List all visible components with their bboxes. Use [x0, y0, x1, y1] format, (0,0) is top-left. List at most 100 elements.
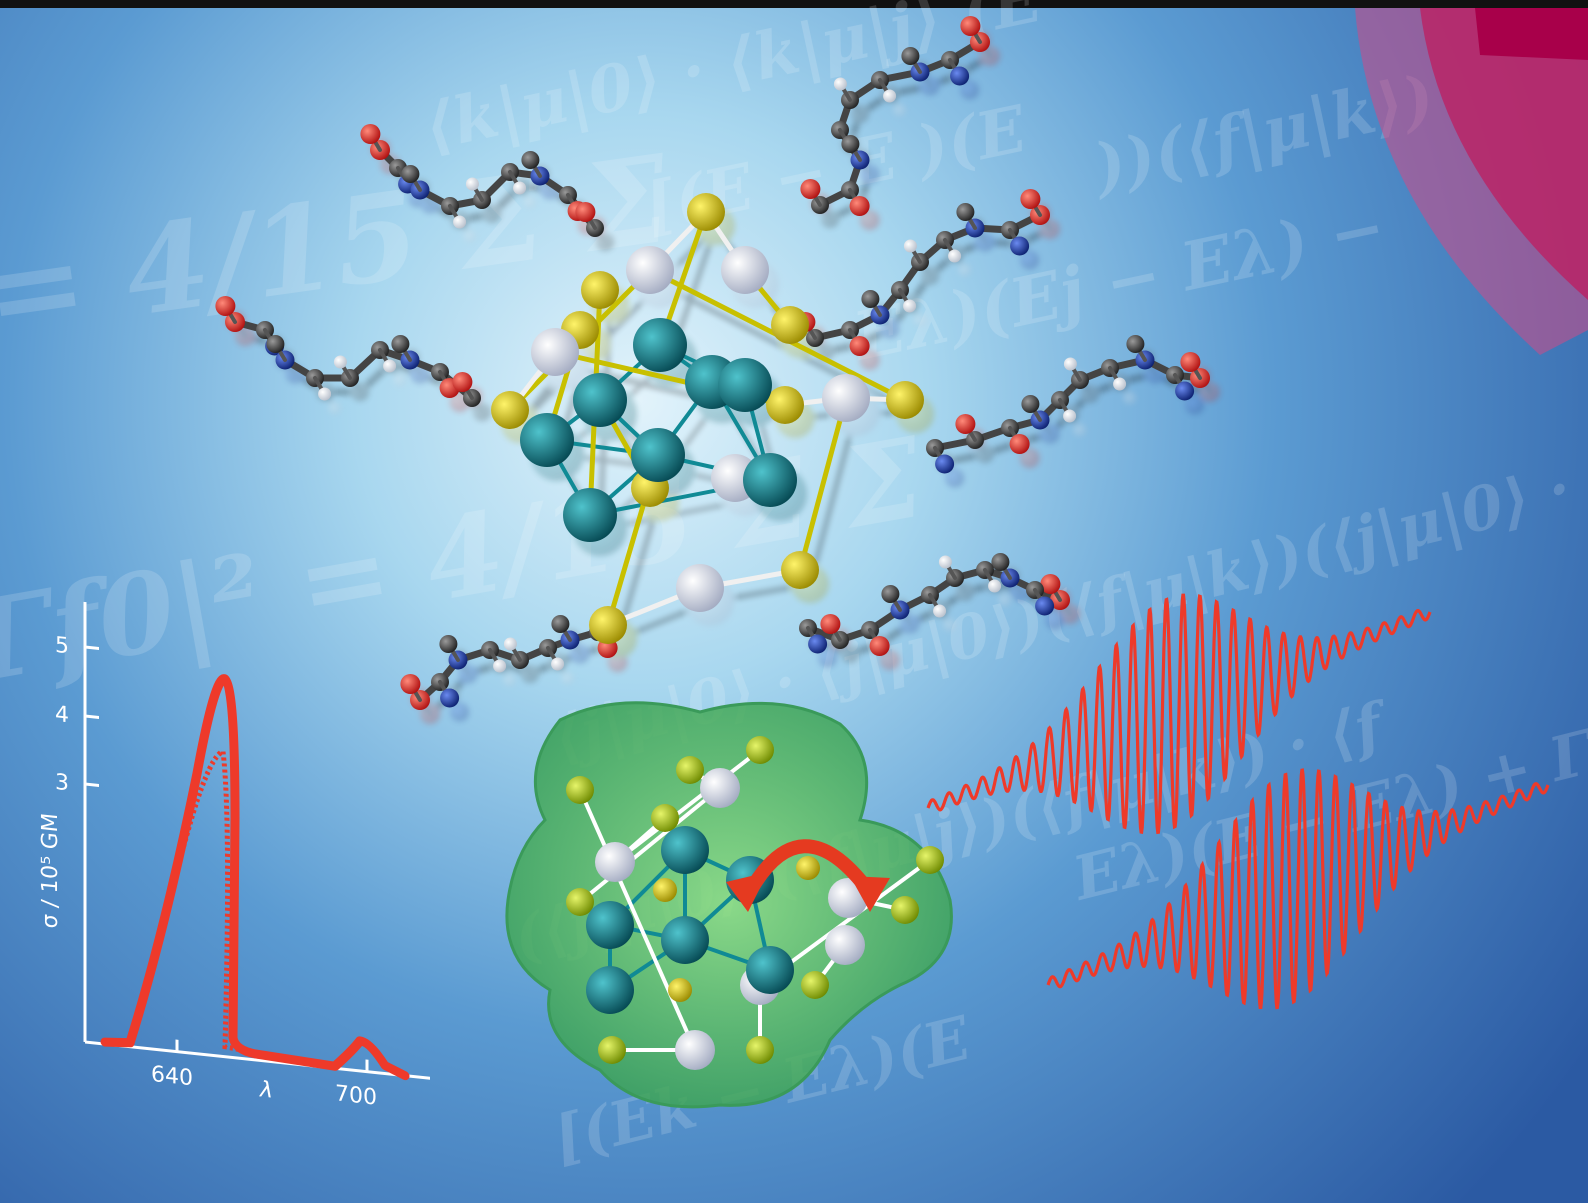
- oxygen-atom: [452, 372, 473, 392]
- nitrogen-atom: [960, 80, 980, 100]
- sulfur-atom: [668, 978, 692, 1002]
- hydrogen-atom: [328, 401, 342, 415]
- hydrogen-atom: [493, 659, 507, 673]
- hydrogen-atom: [903, 239, 917, 253]
- ligand-sulfur-atom: [746, 1036, 774, 1064]
- nitrogen-atom: [1185, 395, 1205, 415]
- hydrogen-atom: [561, 671, 575, 685]
- nitrogen-atom: [1045, 610, 1065, 630]
- nitrogen-atom: [440, 688, 460, 708]
- nitrogen-atom: [808, 634, 828, 654]
- ligand-sulfur-atom: [566, 776, 594, 804]
- spectrum-inset: 3 4 5 640 700 λ σ / 10⁵ GM: [38, 601, 430, 1111]
- ligand-sulfur-atom: [598, 1036, 626, 1064]
- silver-atom: [700, 768, 740, 808]
- silver-atom: [675, 1030, 715, 1070]
- hydrogen-atom: [513, 181, 527, 195]
- gold-atom: [586, 966, 634, 1014]
- hydrogen-atom: [1063, 409, 1077, 423]
- gold-atom: [718, 358, 772, 412]
- oxygen-atom: [575, 202, 596, 222]
- hydrogen-atom: [913, 313, 927, 327]
- gold-atom: [743, 453, 797, 507]
- oxygen-atom: [869, 636, 890, 656]
- gold-atom: [586, 901, 634, 949]
- carbon-atom: [401, 165, 420, 183]
- silver-atom: [721, 246, 769, 294]
- hydrogen-atom: [958, 263, 972, 277]
- oxygen-atom: [1020, 189, 1041, 209]
- gold-atom: [746, 946, 794, 994]
- gold-atom: [520, 413, 574, 467]
- nitrogen-atom: [950, 66, 970, 86]
- sulfur-atom: [886, 381, 924, 419]
- gold-atom: [563, 488, 617, 542]
- sulfur-atom: [653, 878, 677, 902]
- gold-atom: [573, 373, 627, 427]
- sulfur-atom: [796, 856, 820, 880]
- oxygen-atom: [360, 124, 381, 144]
- ytick-4: [85, 714, 99, 719]
- hydrogen-atom: [833, 77, 847, 91]
- carbon-atom: [991, 553, 1010, 571]
- hydrogen-atom: [453, 215, 467, 229]
- bond: [613, 748, 762, 864]
- hydrogen-atom: [523, 195, 537, 209]
- carbon-atom: [391, 335, 410, 353]
- accent-arc-2: [1420, 8, 1588, 300]
- hydrogen-atom: [465, 177, 479, 191]
- hydrogen-atom: [1073, 423, 1087, 437]
- top-border: [0, 0, 1588, 8]
- ligand-sulfur-atom: [916, 846, 944, 874]
- carbon-atom: [521, 151, 540, 169]
- xtick-label-700: 700: [335, 1081, 377, 1110]
- hydrogen-atom: [988, 579, 1002, 593]
- bond: [797, 395, 849, 573]
- carbon-atom: [841, 135, 860, 153]
- hydrogen-atom: [903, 299, 917, 313]
- carbon-atom: [901, 47, 920, 65]
- x-axis: [85, 1040, 430, 1080]
- oxygen-atom: [1009, 434, 1030, 454]
- ytick-3: [85, 782, 99, 787]
- sulfur-atom: [491, 391, 529, 429]
- oxygen-atom: [960, 16, 981, 36]
- corner-accent: [1355, 8, 1588, 355]
- nitrogen-atom: [1020, 250, 1040, 270]
- nitrogen-atom: [450, 702, 470, 722]
- hydrogen-atom: [1063, 357, 1077, 371]
- spectrum-curve: [100, 674, 410, 1081]
- oxygen-atom: [1040, 574, 1061, 594]
- silver-atom: [822, 374, 870, 422]
- hydrogen-atom: [393, 373, 407, 387]
- hydrogen-atom: [1113, 377, 1127, 391]
- hydrogen-atom: [463, 229, 477, 243]
- ligand-sulfur-atom: [746, 736, 774, 764]
- oxygen-atom: [859, 350, 880, 370]
- gold-atom: [631, 428, 685, 482]
- hydrogen-atom: [933, 604, 947, 618]
- sulfur-atom: [581, 271, 619, 309]
- hydrogen-atom: [1123, 391, 1137, 405]
- x-axis-label: λ: [259, 1077, 273, 1103]
- hydrogen-atom: [893, 103, 907, 117]
- carbon-atom: [1126, 335, 1145, 353]
- carbon-atom: [956, 203, 975, 221]
- hydrogen-atom: [503, 673, 517, 687]
- oxygen-atom: [849, 336, 870, 356]
- silver-atom: [531, 328, 579, 376]
- sulfur-atom: [771, 306, 809, 344]
- oxygen-atom: [879, 650, 900, 670]
- hydrogen-atom: [318, 387, 332, 401]
- sulfur-atom: [687, 193, 725, 231]
- nitrogen-atom: [818, 648, 838, 668]
- carbon-atom: [266, 335, 285, 353]
- hydrogen-atom: [943, 618, 957, 632]
- y-axis-label: σ / 10⁵ GM: [38, 812, 63, 930]
- nanocluster-molecule: [215, 16, 1210, 710]
- hydrogen-atom: [551, 657, 565, 671]
- ytick-label-4: 4: [55, 702, 69, 728]
- sulfur-atom: [766, 386, 804, 424]
- ytick-5: [85, 645, 99, 650]
- hydrogen-atom: [883, 89, 897, 103]
